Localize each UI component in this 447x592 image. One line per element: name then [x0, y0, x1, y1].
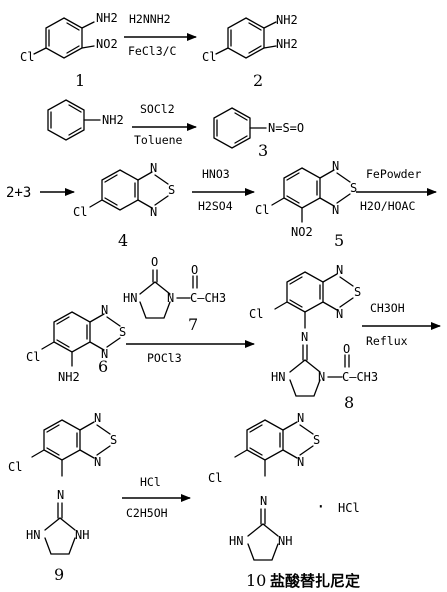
acetyl-label: C—CH3: [342, 370, 378, 384]
compound-number: 9: [54, 565, 64, 584]
reagent-label: C2H5OH: [126, 506, 168, 520]
sulfur-label: S: [119, 325, 126, 339]
sulfur-label: S: [354, 285, 361, 299]
amino-group-label: NH2: [276, 13, 298, 27]
reagent-label: POCl3: [147, 351, 182, 365]
imidazolidine-nh-label: HN: [271, 370, 285, 384]
compound-number: 7: [188, 315, 198, 334]
reagent-label: H2NNH2: [129, 12, 171, 26]
imine-nitrogen-label: N: [57, 488, 64, 502]
reagent-label: Reflux: [366, 334, 408, 348]
nitrogen-label: N: [332, 203, 339, 217]
reagent-label: HCl: [140, 475, 161, 489]
compound-1: NH2 NO2 Cl 1: [20, 11, 118, 90]
nitrogen-label: N: [150, 205, 157, 219]
compound-6: N S N Cl NH2 6: [26, 303, 126, 384]
compound-10: N S N Cl N HN NH · HCl 10 盐酸替扎尼定: [208, 411, 360, 590]
reaction-arrow-5: FePowder H2O/HOAC: [356, 167, 437, 213]
acetyl-label: C—CH3: [190, 291, 226, 305]
compound-number: 10: [246, 571, 266, 590]
nitro-group-label: NO2: [96, 37, 118, 51]
nitrogen-label: N: [297, 411, 304, 425]
chloro-label: Cl: [26, 350, 40, 364]
compound-number: 4: [118, 231, 128, 250]
reagent-label: FeCl3/C: [128, 44, 177, 58]
nitrogen-label: N: [94, 411, 101, 425]
nitrogen-label: N: [297, 455, 304, 469]
product-name: 盐酸替扎尼定: [270, 572, 360, 590]
sulfur-label: S: [350, 181, 357, 195]
imidazolidinone-n-label: N: [167, 291, 174, 305]
reaction-arrow-6: POCl3: [126, 340, 255, 365]
nitrogen-label: N: [94, 455, 101, 469]
reagent-label: H2SO4: [198, 199, 233, 213]
imidazoline-nh-label: HN: [229, 534, 243, 548]
oxygen-label: O: [151, 255, 158, 269]
sulfur-label: S: [313, 433, 320, 447]
compound-9: N S N Cl N HN NH 9: [8, 411, 117, 584]
reagent-label: FePowder: [366, 167, 421, 181]
compound-5: N S N Cl NO2 5: [255, 159, 357, 250]
reaction-arrow-1: H2NNH2 FeCl3/C: [124, 12, 197, 58]
chloro-label: Cl: [20, 50, 34, 64]
amino-group-label: NH2: [102, 113, 124, 127]
aniline: NH2: [47, 99, 124, 141]
compound-2: NH2 NH2 Cl 2: [202, 13, 298, 90]
reagent-label: Toluene: [134, 133, 183, 147]
reactants-label: 2+3: [6, 185, 31, 201]
imine-nitrogen-label: N: [301, 330, 308, 344]
imidazolidine-n-label: N: [318, 370, 325, 384]
chloro-label: Cl: [255, 203, 269, 217]
nitrogen-label: N: [332, 159, 339, 173]
nitrogen-label: N: [101, 347, 108, 361]
reagent-label: CH3OH: [370, 301, 405, 315]
sulfur-label: S: [110, 433, 117, 447]
compound-4: N S N Cl 4: [73, 161, 175, 250]
reaction-arrow-7: CH3OH Reflux: [362, 301, 441, 348]
amino-group-label: NH2: [58, 370, 80, 384]
reaction-arrow-3: 2+3: [6, 185, 75, 201]
imidazoline-nh-label: HN: [26, 528, 40, 542]
imidazoline-nh-label: NH: [278, 534, 292, 548]
reaction-arrow-8: HCl C2H5OH: [122, 475, 191, 520]
oxygen-label: O: [343, 342, 350, 356]
reagent-label: H2O/HOAC: [360, 199, 415, 213]
compound-8: N S N Cl N HN N C—CH3 O 8: [249, 263, 378, 412]
imidazoline-nh-label: NH: [75, 528, 89, 542]
chloro-label: Cl: [8, 460, 22, 474]
compound-number: 1: [75, 71, 85, 90]
reaction-arrow-2: SOCl2 Toluene: [132, 102, 197, 147]
oxygen-label: O: [191, 263, 198, 277]
hydrochloride-label: HCl: [338, 501, 360, 515]
imine-nitrogen-label: N: [260, 494, 267, 508]
compound-number: 3: [258, 141, 268, 160]
salt-dot: ·: [316, 497, 326, 516]
sulfur-label: S: [168, 183, 175, 197]
chloro-label: Cl: [208, 471, 222, 485]
compound-number: 2: [253, 71, 263, 90]
compound-number: 6: [98, 357, 108, 376]
compound-number: 5: [334, 231, 344, 250]
nitrogen-label: N: [336, 307, 343, 321]
chloro-label: Cl: [202, 50, 216, 64]
sulfinylamine-label: N=S=O: [268, 121, 304, 135]
nitro-group-label: NO2: [291, 225, 313, 239]
chloro-label: Cl: [73, 205, 87, 219]
reagent-label: HNO3: [202, 167, 230, 181]
reaction-arrow-4: HNO3 H2SO4: [192, 167, 255, 213]
nitrogen-label: N: [101, 303, 108, 317]
chloro-label: Cl: [249, 307, 263, 321]
compound-number: 8: [344, 393, 354, 412]
imidazolidinone-nh-label: HN: [123, 291, 137, 305]
compound-7: O HN N C—CH3 O 7: [123, 255, 226, 334]
compound-3: N=S=O 3: [213, 107, 304, 160]
nitrogen-label: N: [150, 161, 157, 175]
amino-group-label: NH2: [276, 37, 298, 51]
amino-group-label: NH2: [96, 11, 118, 25]
nitrogen-label: N: [336, 263, 343, 277]
reagent-label: SOCl2: [140, 102, 175, 116]
